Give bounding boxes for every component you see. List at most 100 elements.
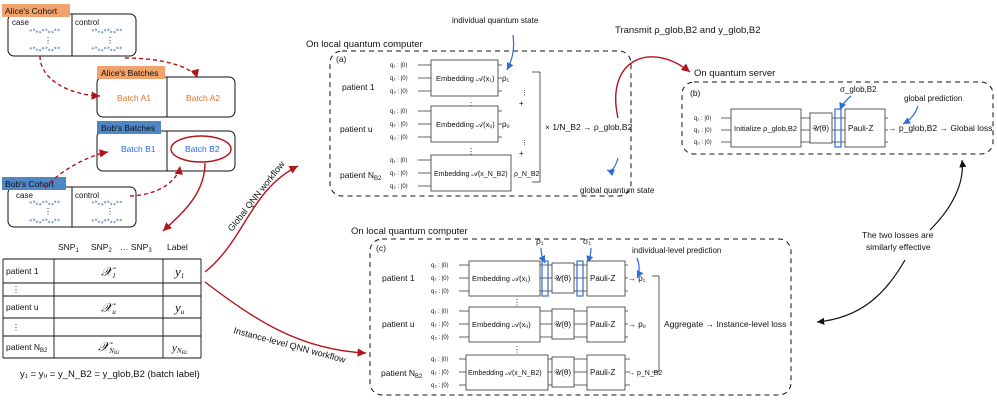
panel-c-heading: On local quantum computer	[351, 226, 468, 237]
pauli-z-gate-label: Pauli-Z	[590, 368, 615, 377]
row-name-patient-n: patient NB2	[6, 342, 48, 354]
qubit-label: q₂ : |0⟩	[431, 321, 449, 328]
qubit-label: q₂ : |0⟩	[431, 275, 449, 282]
cell-yu: yu	[173, 300, 185, 316]
ellipsis: ⋮	[521, 140, 528, 147]
prediction-output: → p₁	[628, 274, 646, 283]
ellipsis: ⋮	[513, 298, 521, 307]
alice-batches-tag	[97, 66, 165, 79]
ellipsis: ⋮	[106, 207, 114, 216]
qubit-label: q₃ : |0⟩	[390, 134, 408, 141]
unitary-gate-label: 𝒰(θ)	[554, 320, 571, 329]
rho-output: ρᵤ	[502, 120, 510, 129]
qubit-label: q₃ : |0⟩	[431, 288, 449, 295]
split-arrows	[39, 55, 206, 232]
batch-b1: Batch B1	[121, 144, 156, 154]
unitary-gate	[809, 112, 833, 144]
row-ellipsis: ⋮	[12, 285, 20, 294]
aggregate-expression: Aggregate → Instance-level loss	[664, 319, 786, 329]
bob-batches-tag	[97, 121, 161, 134]
panel-c-tag: (c)	[376, 243, 386, 253]
embedding-gate	[430, 59, 499, 97]
embedding-gate	[430, 154, 512, 192]
qubit-label: q₂ : |0⟩	[694, 127, 712, 134]
bob-cohort-label: Bob's Cohort	[5, 179, 55, 189]
patient-n-label: patient NB2	[381, 368, 423, 380]
state-marker	[834, 108, 842, 148]
batch-a2: Batch A2	[186, 93, 220, 103]
global-workflow-label: Global QNN workflow	[226, 159, 287, 233]
cell-yn: yNB2	[171, 342, 188, 356]
row-name-patient-1: patient 1	[6, 266, 39, 276]
row-name-patient-u: patient u	[6, 302, 39, 312]
ellipsis: ⋮	[44, 207, 52, 216]
pauli-z-gate	[586, 260, 626, 297]
state-marker	[541, 260, 549, 297]
highlight-circle	[170, 135, 232, 163]
qubit-label: q₁ : |0⟩	[390, 157, 408, 164]
cell-xu: 𝒳u	[101, 300, 116, 316]
normalization-expression: × 1/N_B2 → ρ_glob,B2	[545, 122, 633, 132]
state-marker	[576, 260, 584, 297]
alice-cohort-label: Alice's Cohort	[5, 6, 58, 16]
row-ellipsis: ⋮	[12, 323, 20, 332]
panel-c: On local quantum computer (c) ρ₁ σ₁ indi…	[351, 226, 792, 396]
global-state-annotation: global quantum state	[580, 186, 655, 195]
embedding-gate-label: Embedding 𝒜(xᵤ)	[472, 320, 531, 329]
bob-cohort: Bob's Cohort case control ⋮ ⋮	[2, 177, 137, 228]
qubit-label: q₂ : |0⟩	[431, 369, 449, 376]
comparison-line-2: similarly effective	[866, 242, 931, 252]
ellipsis: ⋮	[521, 90, 528, 97]
header-snp-2: SNP2	[91, 242, 112, 254]
qubit-label: q₂ : |0⟩	[390, 121, 408, 128]
embedding-gate-label: Embedding 𝒜(x_N_B2)	[434, 171, 508, 178]
qubit-label: q₁ : |0⟩	[431, 356, 449, 363]
comparison-line-1: The two losses are	[862, 230, 934, 240]
header-snp-3: … SNP3	[120, 242, 152, 254]
alice-batches: Alice's Batches Batch A1 Batch A2	[96, 66, 236, 118]
embedding-gate	[468, 260, 541, 297]
unitary-gate	[551, 356, 575, 388]
embedding-gate-label: Embedding 𝒜(x₁)	[472, 274, 531, 283]
batch-label-caption: y₁ = yᵤ = y_N_B2 = y_glob,B2 (batch labe…	[20, 369, 200, 380]
qubit-label: q₃ : |0⟩	[390, 88, 408, 95]
global-loss-output: → p_glob,B2 → Global loss	[888, 123, 992, 133]
workflow-arrows: Global QNN workflow Instance-level QNN w…	[204, 159, 367, 365]
sigma-annotation: σ₁	[583, 236, 591, 246]
qubit-label: q₃ : |0⟩	[390, 183, 408, 190]
case-label: case	[12, 18, 29, 27]
individual-state-annotation: individual quantum state	[452, 16, 539, 25]
embedding-gate	[430, 105, 499, 143]
embedding-gate-label: Embedding 𝒜(x_N_B2)	[468, 370, 542, 377]
pauli-z-gate-label: Pauli-Z	[848, 124, 873, 133]
bob-batches-label: Bob's Batches	[101, 123, 155, 133]
panel-a-tag: (a)	[336, 54, 347, 64]
patient-n-label: patient NB2	[340, 170, 382, 182]
ellipsis: ⋮	[467, 101, 475, 110]
control-label: control	[75, 18, 99, 27]
panel-b-heading: On quantum server	[694, 68, 775, 79]
initialize-gate-label: Initialize ρ_glob,B2	[734, 124, 797, 133]
prediction-output: → pᵤ	[628, 320, 646, 329]
sigma-annotation: σ_glob,B2	[840, 85, 877, 94]
patient-u-label: patient u	[340, 124, 373, 134]
cell-y1: y1	[173, 264, 184, 280]
unitary-gate-label: 𝒰(θ)	[812, 124, 829, 133]
rho-output: ρ₁	[502, 74, 510, 83]
unitary-gate	[551, 308, 575, 340]
qubit-label: q₁ : |0⟩	[431, 308, 449, 315]
embedding-gate	[465, 354, 549, 391]
individual-prediction-annotation: individual-level prediction	[632, 246, 721, 255]
qubit-label: q₁ : |0⟩	[390, 108, 408, 115]
transmit: Transmit ρ_glob,B2 and y_glob,B2	[615, 25, 761, 119]
pauli-z-gate	[586, 354, 626, 391]
panel-b: On quantum server (b) σ_glob,B2 global p…	[681, 68, 994, 155]
patient-1-label: patient 1	[382, 273, 415, 283]
qubit-label: q₃ : |0⟩	[694, 139, 712, 146]
header-label: Label	[167, 242, 188, 252]
data-table: SNP1 SNP2 … SNP3 Label patient 1 𝒳1 y1 ⋮…	[2, 242, 202, 380]
plus-sign: +	[519, 149, 524, 158]
panel-a-heading: On local quantum computer	[306, 39, 423, 50]
pauli-z-gate-label: Pauli-Z	[590, 320, 615, 329]
qubit-label: q₂ : |0⟩	[390, 75, 408, 82]
